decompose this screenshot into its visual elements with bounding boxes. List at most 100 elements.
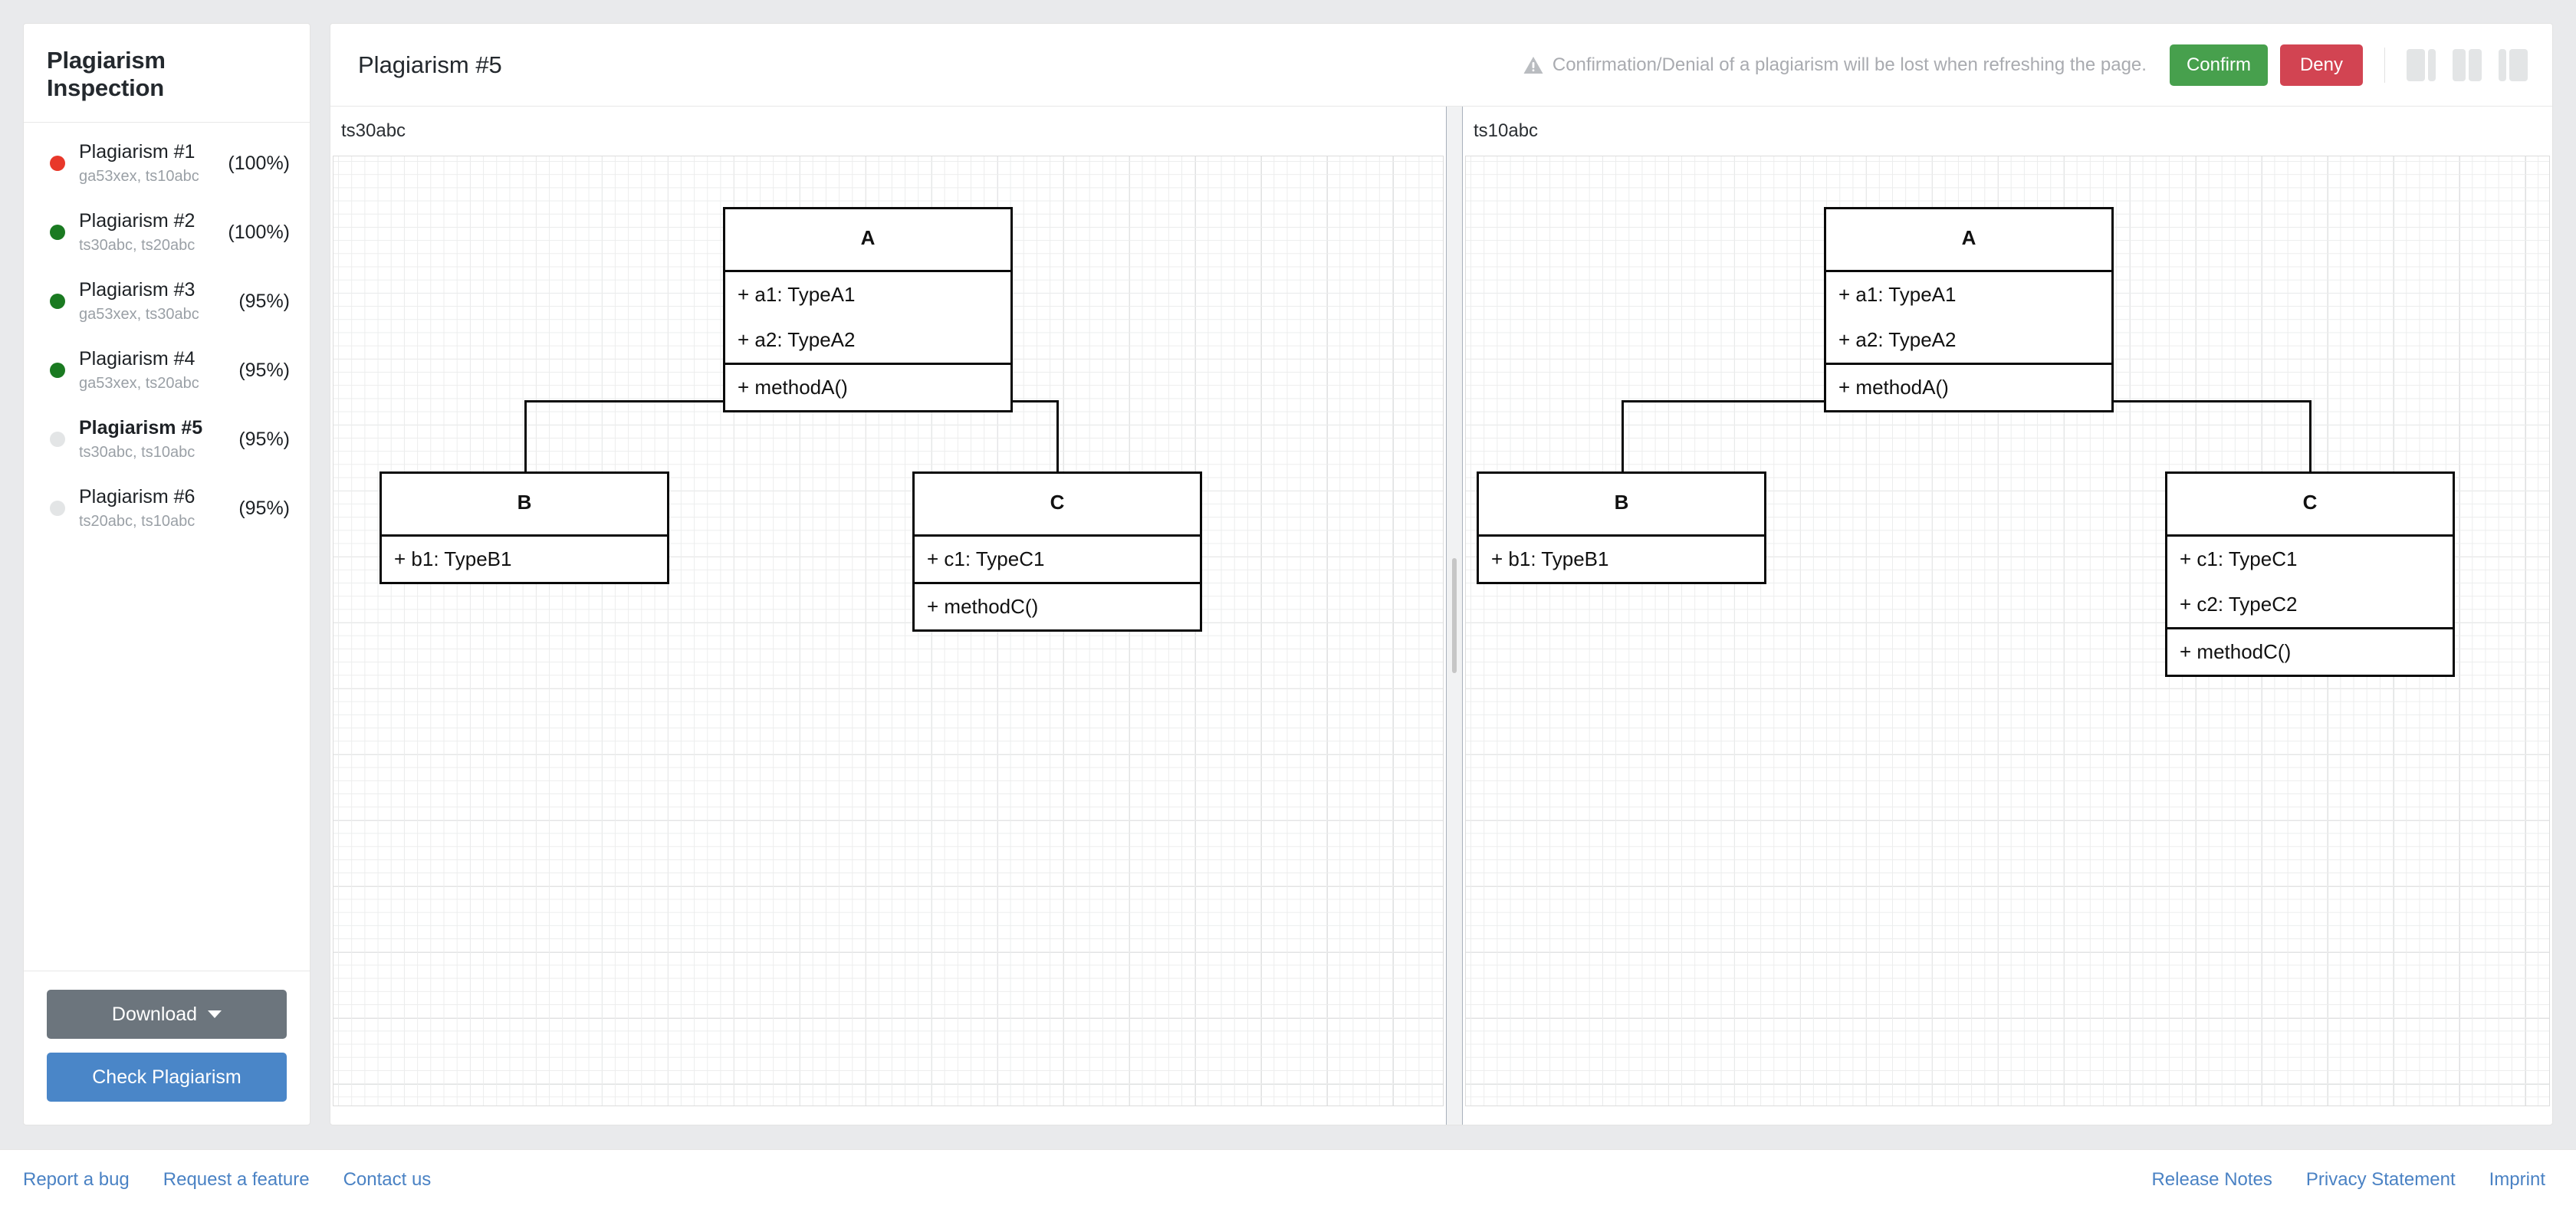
sidebar-title: Plagiarism Inspection [47,47,166,101]
connector-c-vertical [1056,400,1059,473]
pane-right: ts10abc A + a1: TypeA1 + a2 [1463,107,2552,1125]
pane-splitter[interactable] [1446,107,1463,1125]
plagiarism-list-item[interactable]: Plagiarism #1 ga53xex, ts10abc (100%) [24,129,310,198]
pane-right-canvas-wrap: A + a1: TypeA1 + a2: TypeA2 + methodA() [1463,156,2552,1125]
uml-class-a-name: A [725,209,1010,272]
plagiarism-item-text: Plagiarism #5 ts30abc, ts10abc [79,416,231,463]
uml-row: + methodC() [2180,640,2292,663]
uml-row: + methodC() [927,595,1039,618]
plagiarism-list-item[interactable]: Plagiarism #2 ts30abc, ts20abc (100%) [24,198,310,267]
uml-class-c-methods: + methodC() [2167,629,2453,675]
uml-row: + c2: TypeC2 [2180,593,2298,616]
class-diagram-right[interactable]: A + a1: TypeA1 + a2: TypeA2 + methodA() [1465,156,2550,1106]
split-view: ts30abc A + a1: TypeA1 + a2 [330,107,2552,1125]
sidebar-header: Plagiarism Inspection [24,24,310,123]
download-button[interactable]: Download [47,990,287,1039]
plagiarism-list-item[interactable]: Plagiarism #5 ts30abc, ts10abc (95%) [24,405,310,474]
uml-class-c-name: C [2167,474,2453,537]
uml-class-c-methods: + methodC() [915,584,1200,629]
uml-class-b-name: B [382,474,667,537]
split-pane-right-wide-icon[interactable] [2499,48,2528,81]
class-diagram-left[interactable]: A + a1: TypeA1 + a2: TypeA2 + methodA() [333,156,1444,1106]
plagiarism-item-name: Plagiarism #5 [79,417,203,439]
footer-link[interactable]: Contact us [343,1168,432,1190]
footer-link[interactable]: Request a feature [163,1168,310,1190]
confirm-button[interactable]: Confirm [2169,44,2268,86]
uml-row: + a1: TypeA1 [738,283,856,306]
refresh-warning: Confirmation/Denial of a plagiarism will… [1523,54,2147,76]
warning-text: Confirmation/Denial of a plagiarism will… [1552,54,2147,75]
plagiarism-item-percent: (100%) [228,152,290,174]
layout-button-group [2407,48,2528,81]
plagiarism-item-text: Plagiarism #2 ts30abc, ts20abc [79,209,220,256]
footer-link[interactable]: Release Notes [2151,1168,2272,1190]
header-divider [2384,47,2385,83]
plagiarism-item-percent: (95%) [238,497,290,519]
status-dot-icon [50,225,65,240]
split-pane-equal-icon[interactable] [2453,48,2482,81]
uml-class-a-methods: + methodA() [725,365,1010,410]
uml-class-c[interactable]: C + c1: TypeC1 + c2: TypeC2 + methodC() [2165,471,2455,677]
footer-link[interactable]: Privacy Statement [2305,1168,2456,1190]
plagiarism-item-name: Plagiarism #4 [79,348,196,370]
uml-row: + b1: TypeB1 [394,547,512,570]
plagiarism-item-percent: (95%) [238,428,290,450]
plagiarism-item-files: ts30abc, ts20abc [79,237,196,254]
uml-class-a[interactable]: A + a1: TypeA1 + a2: TypeA2 + methodA() [1824,207,2114,412]
plagiarism-item-name: Plagiarism #3 [79,279,196,301]
chevron-down-icon [208,1010,222,1018]
uml-row: + methodA() [738,376,848,399]
main-header: Plagiarism #5 Confirmation/Denial of a p… [330,24,2552,107]
uml-class-c-name: C [915,474,1200,537]
footer-right-links: Release Notes Privacy Statement Imprint [2118,1169,2545,1191]
sidebar-footer: Download Check Plagiarism [24,971,310,1125]
connector-b-vertical [1622,400,1624,473]
uml-class-a-name: A [1826,209,2111,272]
uml-class-b[interactable]: B + b1: TypeB1 [1477,471,1766,584]
uml-class-b-name: B [1479,474,1764,537]
plagiarism-item-percent: (100%) [228,221,290,243]
uml-class-c-attributes: + c1: TypeC1 + c2: TypeC2 [2167,537,2453,629]
connector-b-vertical [524,400,527,473]
uml-class-a[interactable]: A + a1: TypeA1 + a2: TypeA2 + methodA() [723,207,1013,412]
uml-row: + c1: TypeC1 [927,547,1045,570]
plagiarism-item-name: Plagiarism #2 [79,210,196,232]
footer-link[interactable]: Imprint [2489,1168,2545,1190]
uml-class-b-attributes: + b1: TypeB1 [1479,537,1764,582]
uml-class-b[interactable]: B + b1: TypeB1 [380,471,669,584]
split-pane-left-wide-icon[interactable] [2407,48,2436,81]
plagiarism-item-files: ga53xex, ts10abc [79,168,199,185]
uml-class-c[interactable]: C + c1: TypeC1 + methodC() [912,471,1202,632]
status-dot-icon [50,156,65,171]
uml-class-a-attributes: + a1: TypeA1 + a2: TypeA2 [725,272,1010,365]
warning-triangle-icon [1523,56,1543,74]
uml-row: + c1: TypeC1 [2180,547,2298,570]
pane-left: ts30abc A + a1: TypeA1 + a2 [330,107,1446,1125]
splitter-grip [1452,558,1457,673]
uml-row: + methodA() [1838,376,1949,399]
uml-class-c-attributes: + c1: TypeC1 [915,537,1200,584]
sidebar: Plagiarism Inspection Plagiarism #1 ga53x… [23,23,310,1125]
main-panel: Plagiarism #5 Confirmation/Denial of a p… [330,23,2553,1125]
status-dot-icon [50,501,65,516]
check-plagiarism-button[interactable]: Check Plagiarism [47,1053,287,1102]
plagiarism-item-text: Plagiarism #1 ga53xex, ts10abc [79,140,220,187]
status-dot-icon [50,363,65,378]
plagiarism-item-files: ga53xex, ts30abc [79,306,199,323]
plagiarism-item-name: Plagiarism #1 [79,141,196,163]
deny-button[interactable]: Deny [2279,44,2363,86]
pane-left-file-label: ts30abc [341,120,406,141]
uml-class-a-attributes: + a1: TypeA1 + a2: TypeA2 [1826,272,2111,365]
plagiarism-item-files: ts30abc, ts10abc [79,444,196,461]
footer-link[interactable]: Report a bug [23,1168,130,1190]
plagiarism-item-name: Plagiarism #6 [79,486,196,508]
status-dot-icon [50,432,65,447]
